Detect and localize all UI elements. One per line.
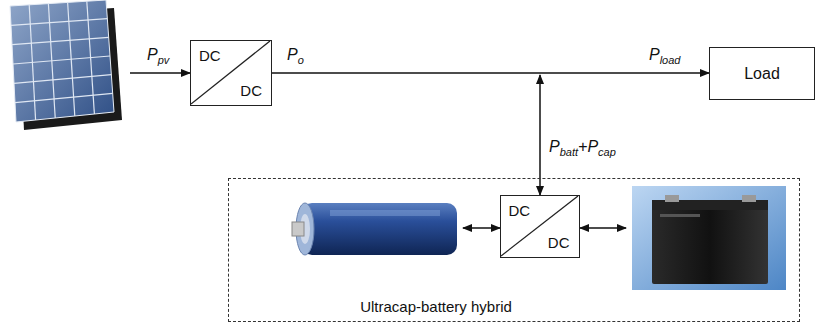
power-bus — [272, 72, 709, 74]
converter-box: DC DC — [190, 40, 272, 106]
hybrid-region: Ultracap-battery hybridDCDC — [228, 178, 800, 322]
pv-wire — [130, 72, 190, 74]
group-caption: Ultracap-battery hybrid — [151, 298, 721, 315]
box-label: DC — [509, 202, 531, 219]
box-label: DC — [199, 47, 221, 64]
battery — [632, 186, 786, 290]
pv-panel — [10, 0, 122, 130]
battery-wire — [580, 227, 626, 229]
power-label: Pbatt+Pcap — [548, 138, 617, 158]
ultracapacitor — [292, 203, 457, 255]
power-label: Pload — [648, 46, 681, 66]
converter-box: DC DC — [500, 195, 580, 258]
cap-wire — [463, 227, 500, 229]
load-box: Load — [709, 47, 815, 100]
box-label: DC — [548, 234, 570, 251]
box-label: Load — [710, 65, 814, 83]
power-label: Ppv — [146, 46, 170, 66]
storage-wire — [539, 75, 541, 195]
power-label: Po — [286, 46, 305, 66]
box-label: DC — [240, 82, 262, 99]
